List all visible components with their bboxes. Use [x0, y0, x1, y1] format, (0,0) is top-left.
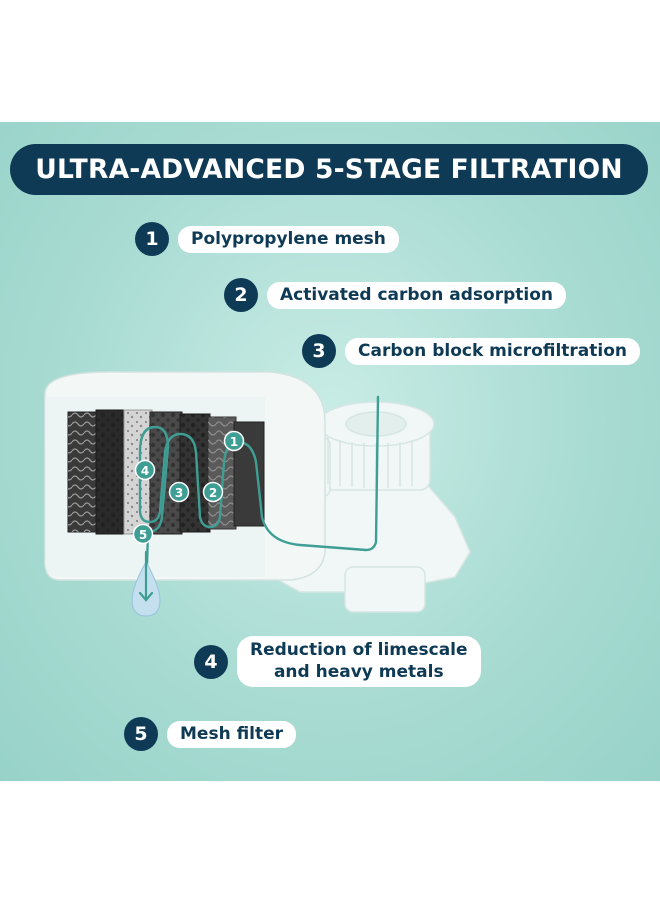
diagram-marker-4-label: 4: [141, 464, 149, 478]
down-arrow-icon: [138, 550, 154, 602]
step-1: 1 Polypropylene mesh: [135, 222, 399, 256]
step-2-number-badge: 2: [224, 278, 258, 312]
step-1-label: Polypropylene mesh: [178, 225, 399, 253]
diagram-marker-5-label: 5: [139, 528, 147, 542]
diagram-marker-2-label: 2: [209, 486, 217, 500]
water-flow-path: [138, 395, 380, 599]
faucet-filter-illustration: 1 2 3 4 5: [44, 371, 471, 617]
step-4: 4 Reduction of limescale and heavy metal…: [194, 636, 481, 687]
adapter-ridges: [327, 437, 413, 488]
diagram-marker-1-label: 1: [230, 435, 238, 449]
infographic-panel: 1 2 3 4 5 ULTRA-ADVANCED 5-STAGE FILTRAT…: [0, 122, 660, 781]
diagram-marker-5: 5: [132, 523, 154, 545]
step-4-label: Reduction of limescale and heavy metals: [237, 636, 481, 687]
step-4-number-badge: 4: [194, 644, 228, 679]
step-4-label-line-2: and heavy metals: [273, 662, 444, 682]
step-2-label: Activated carbon adsorption: [267, 281, 567, 309]
step-3-number-badge: 3: [302, 334, 336, 368]
step-5: 5 Mesh filter: [124, 717, 297, 751]
diagram-marker-3-label: 3: [175, 486, 183, 500]
diagram-marker-3: 3: [168, 481, 190, 503]
diagram-marker-1: 1: [223, 430, 245, 452]
step-5-label: Mesh filter: [167, 720, 297, 748]
diagram-marker-2: 2: [202, 481, 224, 503]
step-4-label-line-1: Reduction of limescale: [250, 640, 468, 660]
step-1-number-badge: 1: [135, 222, 169, 256]
page-title: ULTRA-ADVANCED 5-STAGE FILTRATION: [10, 144, 648, 195]
step-2: 2 Activated carbon adsorption: [224, 278, 567, 312]
diagram-marker-4: 4: [134, 459, 156, 481]
step-3-label: Carbon block microfiltration: [345, 337, 641, 365]
step-3: 3 Carbon block microfiltration: [302, 334, 641, 368]
step-5-number-badge: 5: [124, 717, 158, 751]
